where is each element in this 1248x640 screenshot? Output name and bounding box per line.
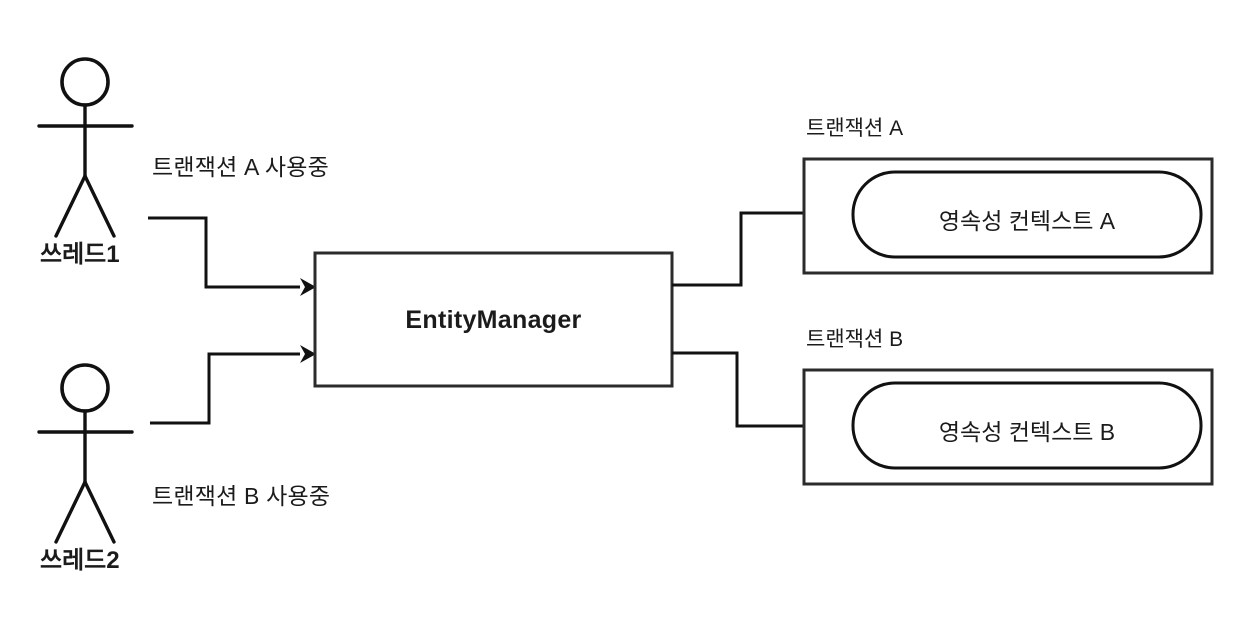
persistence-context-a-pill xyxy=(851,170,1203,259)
connector-thread1-to-entitymanager xyxy=(148,216,316,296)
transaction-b-title: 트랜잭션 B xyxy=(806,328,904,351)
connector-path xyxy=(672,211,832,287)
arrow-head-icon xyxy=(300,345,316,363)
connector-thread2-to-entitymanager xyxy=(150,345,316,425)
flow-label-thread2: 트랜잭션 B 사용중 xyxy=(152,483,331,509)
entity-manager-box xyxy=(313,251,674,388)
persistence-context-b-label: 영속성 컨텍스트 B xyxy=(938,419,1116,445)
persistence-context-a-label: 영속성 컨텍스트 A xyxy=(938,208,1116,234)
connector-path xyxy=(148,216,300,289)
connector-path xyxy=(672,351,832,428)
actor-thread-2-figure xyxy=(37,363,134,544)
actor-right-leg-line xyxy=(83,480,116,544)
actor-head-icon xyxy=(60,57,110,107)
actor-thread-1-figure xyxy=(37,57,134,238)
actor-left-leg-line xyxy=(54,174,87,238)
actor-label-thread1: 쓰레드1 xyxy=(40,241,120,268)
actor-label-thread2: 쓰레드2 xyxy=(40,547,120,574)
flow-label-thread1: 트랜잭션 A 사용중 xyxy=(152,154,329,180)
transaction-a-title: 트랜잭션 A xyxy=(806,117,904,140)
actor-head-icon xyxy=(60,363,110,413)
connector-path xyxy=(150,352,300,425)
persistence-context-b-pill xyxy=(851,381,1203,470)
arrow-head-icon xyxy=(300,278,316,296)
actor-left-leg-line xyxy=(54,480,87,544)
actor-right-leg-line xyxy=(83,174,116,238)
entity-manager-label: EntityManager xyxy=(405,306,582,334)
